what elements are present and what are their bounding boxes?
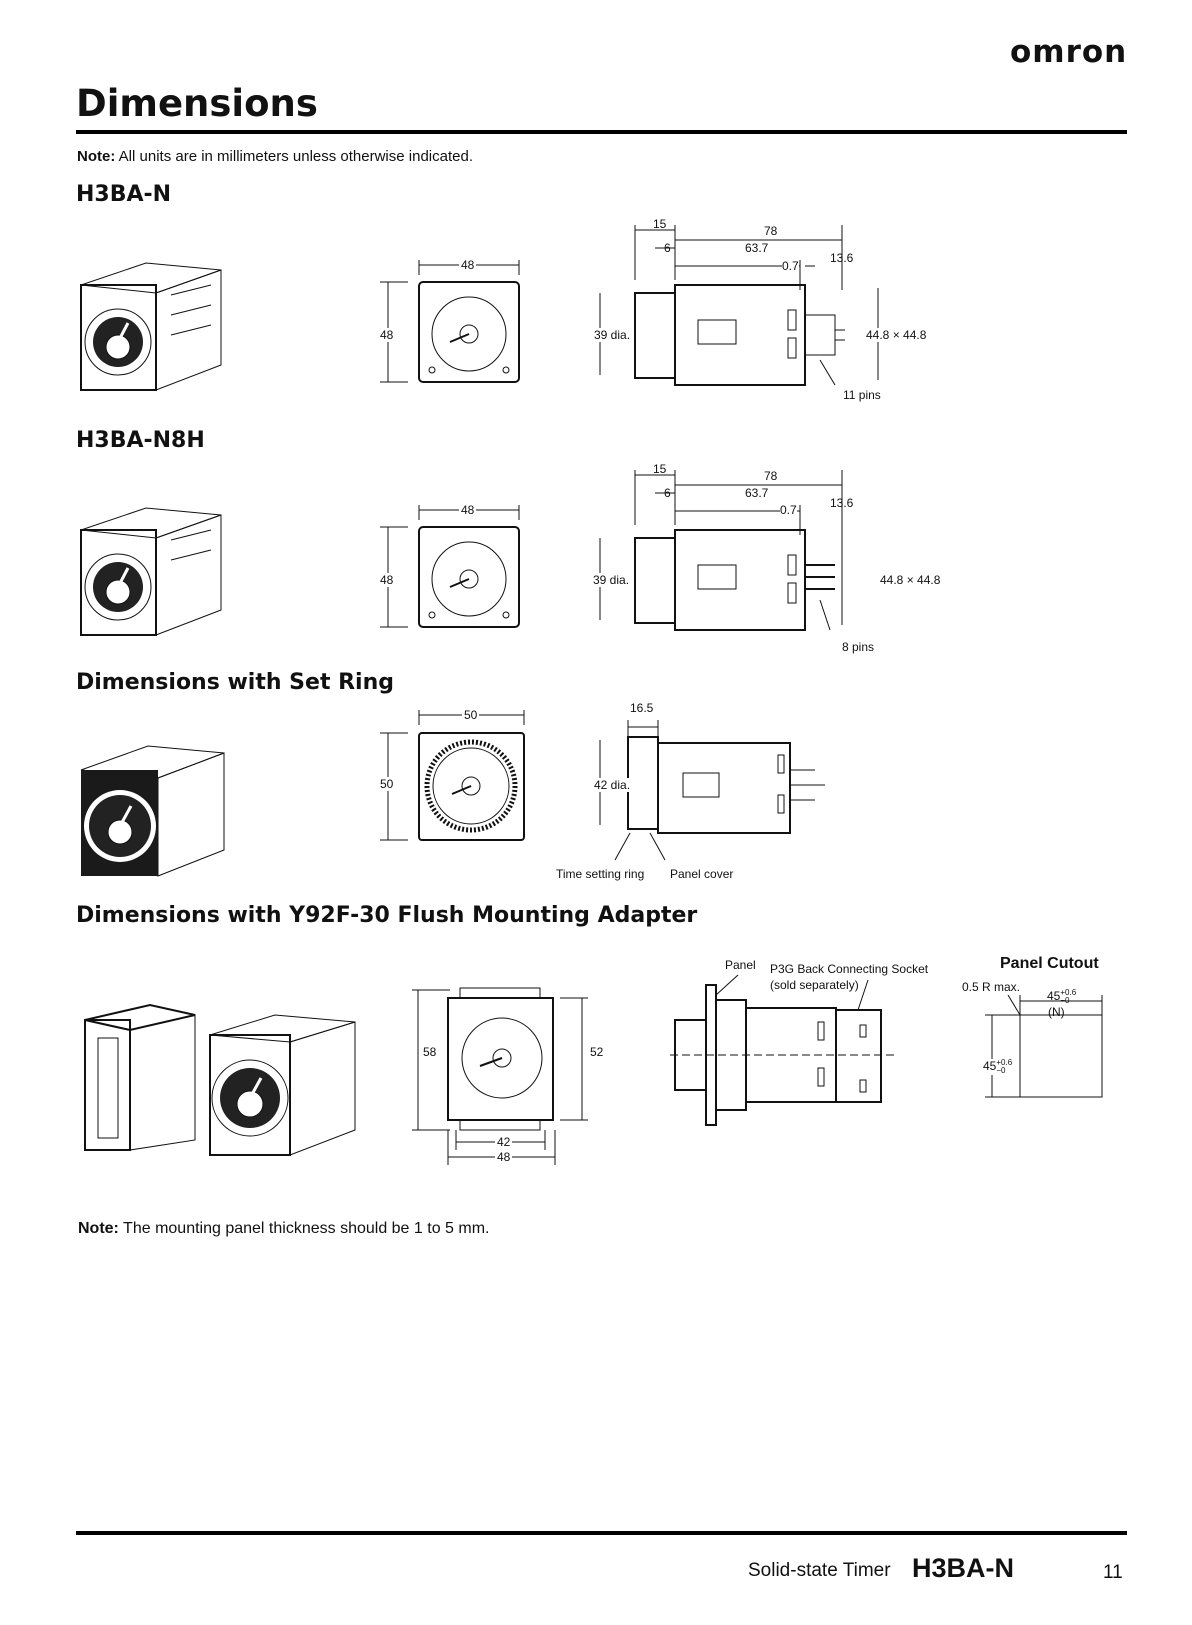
dim-dia-2: 39 dia. bbox=[593, 573, 630, 587]
timer-photo-set-ring bbox=[80, 745, 225, 877]
section-title-flush-mount: Dimensions with Y92F-30 Flush Mounting A… bbox=[76, 903, 698, 928]
dim-44-8-2: 44.8 × 44.8 bbox=[880, 573, 941, 587]
dim-15-1: 15 bbox=[653, 217, 667, 231]
page-number: 11 bbox=[1103, 1562, 1123, 1583]
label-socket-2: (sold separately) bbox=[770, 978, 859, 992]
dim-16-5: 16.5 bbox=[630, 701, 654, 715]
timer-photo-1 bbox=[80, 262, 222, 391]
page-title: Dimensions bbox=[76, 82, 318, 125]
section-title-h3ba-n: H3BA-N bbox=[76, 182, 172, 207]
dim-15-2: 15 bbox=[653, 462, 667, 476]
dim-78-2: 78 bbox=[761, 469, 781, 483]
dim-cutout-h: 45+0.6−0 bbox=[983, 1058, 1013, 1075]
section-title-set-ring: Dimensions with Set Ring bbox=[76, 670, 395, 695]
panel-cutout-title: Panel Cutout bbox=[1000, 955, 1099, 972]
brand-logo: omron bbox=[1010, 34, 1128, 70]
dim-6-2: 6 bbox=[664, 486, 671, 500]
dim-42: 42 bbox=[495, 1135, 513, 1149]
dim-front-w-2: 48 bbox=[459, 503, 477, 517]
dim-front-w-3: 50 bbox=[462, 708, 480, 722]
dim-cutout-w: 45+0.6−0 bbox=[1047, 988, 1077, 1005]
dim-front-h-3: 50 bbox=[380, 777, 394, 791]
section-title-h3ba-n8h: H3BA-N8H bbox=[76, 428, 205, 453]
bottom-note: Note: The mounting panel thickness shoul… bbox=[78, 1220, 490, 1237]
dim-dia-3: 42 dia. bbox=[594, 778, 631, 792]
side-view-adapter bbox=[670, 974, 895, 1126]
timer-photo-2 bbox=[80, 507, 222, 636]
front-view-adapter bbox=[412, 987, 588, 1165]
label-time-setting-ring: Time setting ring bbox=[556, 867, 645, 881]
dim-front-h-2: 48 bbox=[380, 573, 394, 587]
dim-58: 58 bbox=[423, 1045, 437, 1059]
pins-label-1: 11 pins bbox=[843, 388, 881, 402]
footer-model: H3BA-N bbox=[912, 1553, 1015, 1583]
side-view-set-ring bbox=[599, 720, 825, 861]
label-radius: 0.5 R max. bbox=[962, 980, 1021, 994]
dim-front-w-1: 48 bbox=[459, 258, 477, 272]
front-view-2 bbox=[380, 505, 520, 628]
dim-63-7-1: 63.7 bbox=[743, 241, 771, 255]
panel-cutout-drawing bbox=[985, 994, 1103, 1098]
side-view-1 bbox=[599, 225, 879, 386]
front-view-set-ring bbox=[380, 710, 525, 841]
adapter-photo bbox=[84, 1003, 356, 1156]
dim-13-6-1: 13.6 bbox=[830, 251, 854, 265]
dim-6-1: 6 bbox=[664, 241, 671, 255]
dim-44-8-1: 44.8 × 44.8 bbox=[866, 328, 927, 342]
dim-13-6-2: 13.6 bbox=[830, 496, 854, 510]
dim-48: 48 bbox=[495, 1150, 513, 1164]
bottom-rule bbox=[76, 1531, 1127, 1535]
footer-product: Solid-state Timer bbox=[748, 1560, 891, 1581]
dim-front-h-1: 48 bbox=[380, 328, 394, 342]
side-view-2 bbox=[599, 470, 843, 631]
label-panel: Panel bbox=[725, 958, 756, 972]
top-rule bbox=[76, 130, 1127, 134]
label-cutout-n: (N) bbox=[1048, 1005, 1065, 1019]
dim-78-1: 78 bbox=[761, 224, 781, 238]
pins-label-2: 8 pins bbox=[842, 640, 875, 654]
dim-0-7-2: 0.7 bbox=[780, 503, 797, 517]
dim-52: 52 bbox=[590, 1045, 604, 1059]
top-note: Note: All units are in millimeters unles… bbox=[77, 148, 473, 165]
dim-dia-1: 39 dia. bbox=[594, 328, 631, 342]
dim-0-7-1: 0.7 bbox=[782, 259, 799, 273]
front-view-1 bbox=[380, 260, 520, 383]
label-panel-cover: Panel cover bbox=[670, 867, 734, 881]
label-socket-1: P3G Back Connecting Socket bbox=[770, 962, 929, 976]
dim-63-7-2: 63.7 bbox=[743, 486, 771, 500]
